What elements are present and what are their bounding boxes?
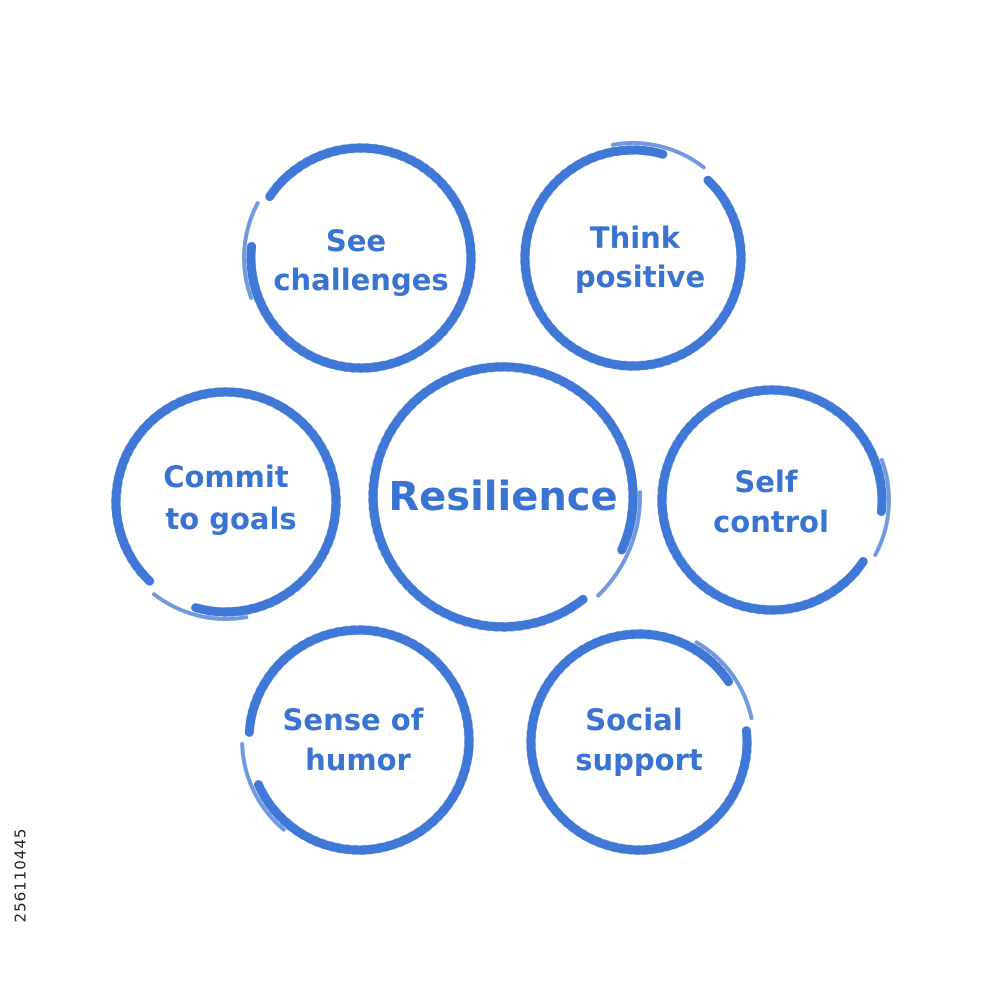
node-self-control-ring-grain-outer	[657, 385, 887, 615]
node-self-control-ring-stroke	[657, 385, 887, 615]
node-see-challenges-ring-grain-outer	[246, 143, 476, 373]
node-social-support-ring-grain-outer	[526, 628, 752, 855]
node-see-challenges-ring-tail	[242, 201, 260, 300]
node-see-challenges-ring	[242, 143, 476, 373]
node-think-positive-line-1: Think	[590, 221, 681, 255]
node-think-positive-ring-tail	[611, 140, 706, 170]
node-self-control-ring-tail	[873, 458, 891, 557]
node-sense-of-humor-ring-grain-inner	[258, 632, 466, 847]
node-social-support-ring-tail	[694, 640, 754, 721]
node-see-challenges-line-1: See	[326, 224, 386, 258]
node-self-control-ring	[657, 385, 891, 615]
stock-id-watermark: 256110445	[6, 765, 34, 985]
node-see-challenges-ring-stroke	[246, 143, 476, 373]
node-self-control: Self control	[657, 385, 891, 615]
node-commit-to-goals-ring-grain-outer	[111, 387, 341, 618]
node-see-challenges-line-2: challenges	[273, 263, 448, 297]
node-social-support: Social support	[526, 628, 754, 855]
node-self-control-line-1: Self	[734, 465, 797, 499]
node-think-positive-ring	[520, 140, 747, 372]
center-node-ring	[367, 362, 642, 632]
center-node-label: Resilience	[388, 474, 617, 520]
node-social-support-ring-stroke	[526, 629, 752, 855]
node-commit-to-goals-ring	[111, 387, 341, 621]
stock-id-text: 256110445	[11, 827, 29, 923]
node-commit-to-goals-line-1: Commit	[163, 460, 289, 494]
node-self-control-ring-grain-inner	[665, 393, 878, 607]
node-sense-of-humor-ring	[240, 624, 474, 855]
node-social-support-ring-grain-inner	[533, 637, 743, 847]
node-think-positive-ring-stroke	[520, 145, 746, 371]
node-self-control-line-2: control	[713, 505, 829, 539]
node-sense-of-humor-line-2: humor	[305, 743, 411, 777]
node-social-support-line-1: Social	[585, 703, 682, 737]
node-sense-of-humor-ring-stroke	[244, 625, 474, 855]
node-think-positive: Think positive	[520, 140, 747, 372]
node-sense-of-humor-ring-grain-outer	[245, 624, 474, 855]
node-commit-to-goals-ring-stroke	[111, 387, 341, 617]
svg-text:Social support: Social support	[575, 703, 703, 777]
svg-text:Commit to goals: Commit to goals	[163, 460, 299, 536]
svg-text:Self control: Self control	[713, 465, 829, 539]
node-think-positive-ring-grain-inner	[528, 153, 738, 363]
node-sense-of-humor: Sense of humor	[240, 624, 474, 855]
center-node-ring-stroke	[368, 362, 638, 632]
node-commit-to-goals-line-2: to goals	[165, 502, 296, 536]
node-think-positive-line-2: positive	[575, 260, 705, 294]
svg-text:Sense of humor: Sense of humor	[283, 703, 434, 777]
center-node: Resilience	[367, 362, 642, 632]
node-see-challenges: See challenges	[242, 143, 476, 373]
center-node-ring-grain-inner	[376, 369, 631, 624]
node-think-positive-ring-grain-outer	[520, 145, 747, 372]
svg-text:Think positive: Think positive	[575, 221, 705, 294]
center-node-ring-tail	[596, 490, 642, 598]
node-commit-to-goals-ring-tail	[152, 592, 249, 621]
node-social-support-line-2: support	[575, 743, 703, 777]
node-sense-of-humor-line-1: Sense of	[283, 703, 424, 737]
node-social-support-ring	[526, 628, 754, 855]
node-commit-to-goals-ring-grain-inner	[119, 395, 333, 609]
node-see-challenges-ring-grain-inner	[255, 151, 468, 365]
node-sense-of-humor-ring-tail	[240, 742, 286, 832]
svg-text:See challenges: See challenges	[273, 224, 448, 297]
node-commit-to-goals: Commit to goals	[111, 387, 341, 621]
